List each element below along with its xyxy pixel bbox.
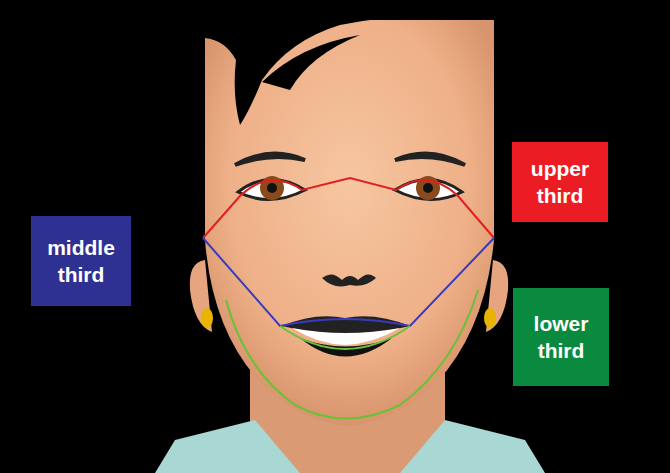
collar	[400, 420, 545, 473]
box-label: lower third	[521, 310, 601, 365]
ear	[190, 260, 212, 332]
pupil	[267, 183, 277, 193]
lower-line	[280, 326, 410, 349]
label-box: middle third	[31, 216, 131, 306]
pupil	[423, 183, 433, 193]
collar	[155, 420, 300, 473]
label-box: lower third	[513, 288, 609, 386]
hair	[262, 35, 360, 90]
nose	[322, 274, 376, 286]
eyebrow	[235, 154, 305, 165]
middle-line	[203, 238, 494, 326]
lower-lip	[300, 338, 392, 357]
box-label: upper third	[520, 155, 600, 210]
eyebrow	[395, 154, 465, 165]
earring	[201, 308, 213, 328]
box-label: middle third	[39, 234, 123, 289]
upper-line	[203, 178, 494, 238]
earring	[484, 308, 496, 328]
lower-line	[226, 290, 478, 419]
label-box: upper third	[512, 142, 608, 222]
hair	[180, 0, 520, 125]
